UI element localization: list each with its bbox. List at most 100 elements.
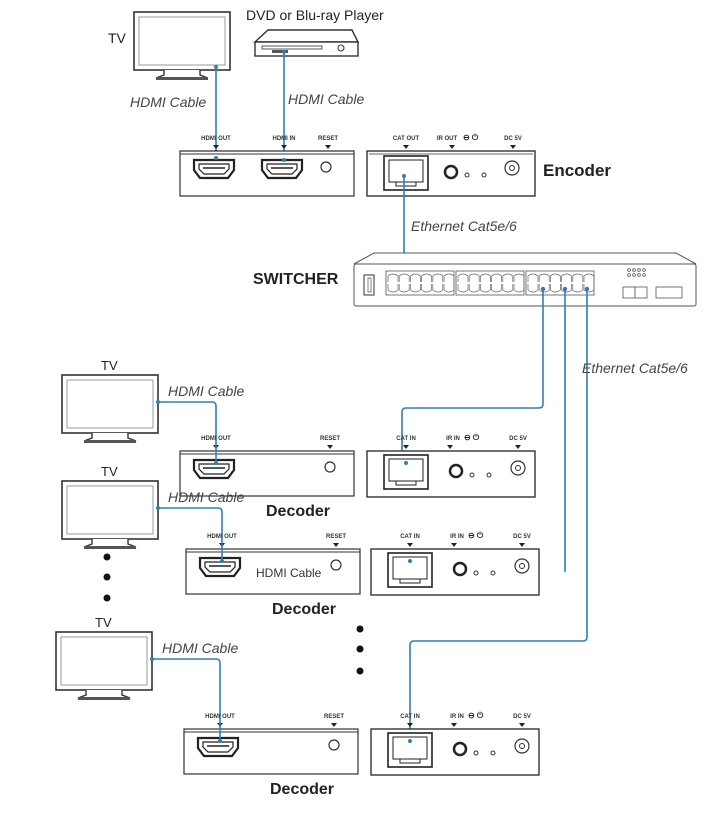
switch-port bbox=[457, 273, 469, 282]
switch-port bbox=[550, 284, 561, 293]
switch-port bbox=[410, 273, 421, 282]
player-label: DVD or Blu-ray Player bbox=[246, 7, 384, 23]
decoder-title: Decoder bbox=[272, 601, 337, 618]
port-marker bbox=[333, 543, 339, 547]
port-marker bbox=[407, 543, 413, 547]
switch-port bbox=[480, 284, 491, 293]
ethernet-cable-decoder-3 bbox=[409, 289, 588, 747]
ethernet-cable-decoder-1 bbox=[401, 289, 544, 462]
switch-port-block bbox=[525, 270, 595, 296]
led bbox=[473, 570, 479, 576]
hdmi-cable-decoder-2 bbox=[158, 507, 223, 561]
tv-decoder-1 bbox=[61, 374, 159, 444]
cable-end bbox=[218, 739, 222, 743]
switch-port bbox=[538, 284, 550, 293]
encoder-ir-out-label: IR OUT bbox=[436, 136, 458, 142]
tv-decoder-3 bbox=[55, 631, 153, 701]
cat-in-label: CAT IN bbox=[396, 436, 416, 442]
led bbox=[490, 570, 496, 576]
ir-in-jack bbox=[448, 463, 464, 479]
switch-port bbox=[550, 273, 561, 282]
switch-port bbox=[527, 284, 539, 293]
reset-label: RESET bbox=[319, 436, 341, 442]
switch-port bbox=[583, 284, 595, 293]
switch-port bbox=[491, 273, 502, 282]
switch-port bbox=[443, 284, 455, 293]
led bbox=[473, 750, 479, 756]
switch-port bbox=[468, 284, 480, 293]
led bbox=[469, 472, 475, 478]
decoder-title: Decoder bbox=[266, 503, 331, 520]
cat-in-label: CAT IN bbox=[400, 714, 420, 720]
hdmi-cable-label: HDMI Cable bbox=[168, 489, 245, 505]
switch-port bbox=[561, 273, 572, 282]
link-power-icon: ⊖ ⏻ bbox=[468, 531, 484, 540]
cable-end bbox=[156, 400, 160, 404]
tv-decoder-2 bbox=[61, 480, 159, 550]
dc-label: DC 5V bbox=[513, 534, 531, 540]
encoder-hdmi-out-label: HDMI OUT bbox=[201, 136, 231, 142]
switcher-title: SWITCHER bbox=[253, 271, 339, 288]
reset-label: RESET bbox=[323, 714, 345, 720]
switch-port bbox=[491, 284, 502, 293]
port-marker bbox=[403, 445, 409, 449]
tv-label: TV bbox=[101, 464, 118, 479]
switch-port bbox=[527, 273, 539, 282]
led bbox=[490, 750, 496, 756]
switch-port bbox=[572, 273, 584, 282]
switch-port bbox=[432, 284, 444, 293]
dc-label: DC 5V bbox=[513, 714, 531, 720]
hdmi-out-port bbox=[196, 736, 240, 758]
encoder-cat-out-label: CAT OUT bbox=[392, 136, 420, 142]
hdmi-cable-decoder-1 bbox=[158, 401, 217, 463]
ir-in-label: IR IN bbox=[450, 534, 464, 540]
switch-port-block bbox=[385, 270, 455, 296]
tv-label: TV bbox=[101, 358, 118, 373]
tv-label-top: TV bbox=[108, 30, 126, 46]
port-marker bbox=[515, 445, 521, 449]
hdmi-out-port bbox=[192, 458, 236, 480]
cat-in-port bbox=[383, 454, 429, 490]
cat-in-label: CAT IN bbox=[400, 534, 420, 540]
encoder-reset-label: RESET bbox=[317, 136, 339, 142]
ethernet-label-1: Ethernet Cat5e/6 bbox=[411, 218, 517, 234]
encoder-hdmi-panel bbox=[179, 145, 355, 197]
ir-in-label: IR IN bbox=[446, 436, 460, 442]
switch-port bbox=[457, 284, 469, 293]
switch-port bbox=[387, 284, 399, 293]
hdmi-out-label: HDMI OUT bbox=[205, 714, 235, 720]
switch-port bbox=[538, 273, 550, 282]
hdmi-cable-label: HDMI Cable bbox=[168, 383, 245, 399]
ir-in-jack bbox=[452, 561, 468, 577]
reset-button bbox=[330, 559, 342, 571]
switch-port bbox=[572, 284, 584, 293]
switch-port bbox=[480, 273, 491, 282]
switch-port bbox=[468, 273, 480, 282]
cable-end bbox=[156, 506, 160, 510]
switch-port bbox=[502, 273, 514, 282]
port-marker bbox=[331, 723, 337, 727]
encoder-title: Encoder bbox=[543, 161, 612, 180]
switch-port-block bbox=[455, 270, 525, 296]
encoder-dc-label: DC 5V bbox=[504, 136, 522, 142]
switch-port bbox=[513, 273, 525, 282]
reset-button bbox=[324, 461, 336, 473]
link-icon: ⊖ ⏻ bbox=[463, 133, 479, 142]
switch-port bbox=[421, 284, 432, 293]
ellipsis-dots-right bbox=[356, 625, 364, 675]
switch-port bbox=[387, 273, 399, 282]
switch-port bbox=[398, 273, 410, 282]
port-marker bbox=[407, 723, 413, 727]
reset-label: RESET bbox=[325, 534, 347, 540]
ir-in-label: IR IN bbox=[450, 714, 464, 720]
cable-end bbox=[408, 559, 412, 563]
switch-port bbox=[443, 273, 455, 282]
decoder-title: Decoder bbox=[270, 781, 335, 798]
switch-port bbox=[561, 284, 572, 293]
hdmi-out-label: HDMI OUT bbox=[207, 534, 237, 540]
link-power-icon: ⊖ ⏻ bbox=[468, 711, 484, 720]
ellipsis-dots-left bbox=[103, 553, 111, 602]
led bbox=[486, 472, 492, 478]
port-marker bbox=[327, 445, 333, 449]
